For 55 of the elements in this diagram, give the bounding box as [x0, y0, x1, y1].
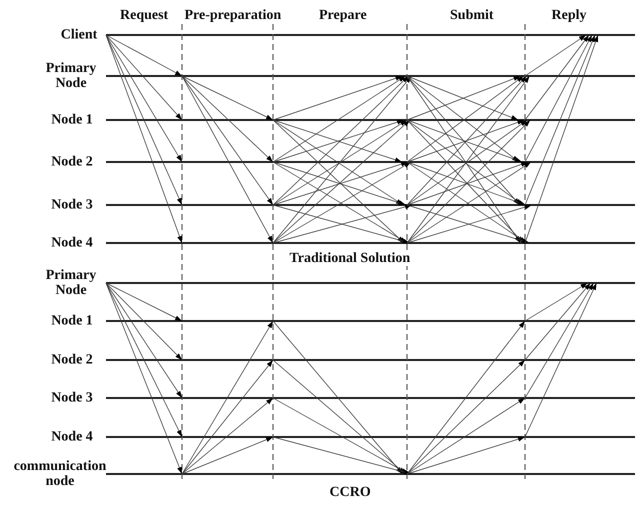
message-arrow	[182, 76, 274, 162]
message-arrow	[272, 320, 403, 474]
phase-label: Submit	[450, 8, 494, 22]
lifeline-label: Node 4	[50, 430, 94, 444]
message-arrow	[524, 34, 590, 120]
lifeline-label: Primary Node	[44, 61, 98, 91]
message-arrow	[524, 282, 597, 438]
phase-label: Reply	[552, 8, 586, 22]
lifeline-label: Node 2	[50, 352, 94, 368]
phase-label: Pre-preparation	[184, 8, 282, 22]
message-arrow	[106, 34, 182, 76]
lifeline-label: Node 3	[50, 390, 94, 406]
message-arrow	[524, 282, 588, 322]
message-arrow	[106, 282, 182, 474]
message-arrow	[406, 360, 526, 474]
message-arrow	[406, 398, 526, 474]
lifeline-label: communication node	[12, 459, 108, 489]
message-arrow	[524, 34, 598, 244]
lifeline-label: Node 4	[50, 236, 94, 250]
message-arrow	[406, 320, 526, 474]
message-arrow	[106, 282, 182, 398]
message-arrow	[406, 436, 526, 474]
message-arrow	[182, 76, 274, 120]
message-arrow	[106, 282, 182, 360]
message-arrow	[182, 360, 274, 474]
lifeline-label: Primary Node	[44, 268, 98, 298]
lifeline-label: Node 1	[50, 112, 94, 128]
message-arrow	[106, 282, 182, 322]
phase-label: Prepare	[319, 8, 367, 22]
message-arrow	[272, 76, 406, 162]
message-arrow	[106, 282, 182, 438]
message-arrow	[182, 76, 274, 244]
message-arrow	[272, 76, 403, 120]
message-arrow	[106, 34, 182, 120]
message-arrow	[524, 34, 596, 206]
message-arrow	[106, 34, 182, 244]
lifeline-label: Node 3	[50, 198, 94, 212]
message-arrow	[272, 76, 412, 244]
message-arrow	[524, 34, 592, 162]
message-arrow	[106, 34, 182, 162]
message-arrow	[182, 436, 274, 474]
phase-label: Request	[120, 8, 168, 22]
message-arrow	[272, 76, 409, 206]
message-arrow	[524, 282, 594, 398]
message-arrow	[272, 360, 406, 474]
lifeline-label: Node 2	[50, 154, 94, 170]
message-arrow	[106, 34, 182, 206]
message-arrow	[272, 436, 412, 475]
message-arrow	[182, 76, 274, 206]
message-arrow	[182, 398, 274, 474]
lifeline-label: Node 1	[50, 314, 94, 328]
message-arrow	[182, 320, 274, 474]
lifeline-label: Client	[60, 28, 98, 42]
message-arrow	[524, 34, 586, 76]
message-arrow	[524, 282, 591, 360]
